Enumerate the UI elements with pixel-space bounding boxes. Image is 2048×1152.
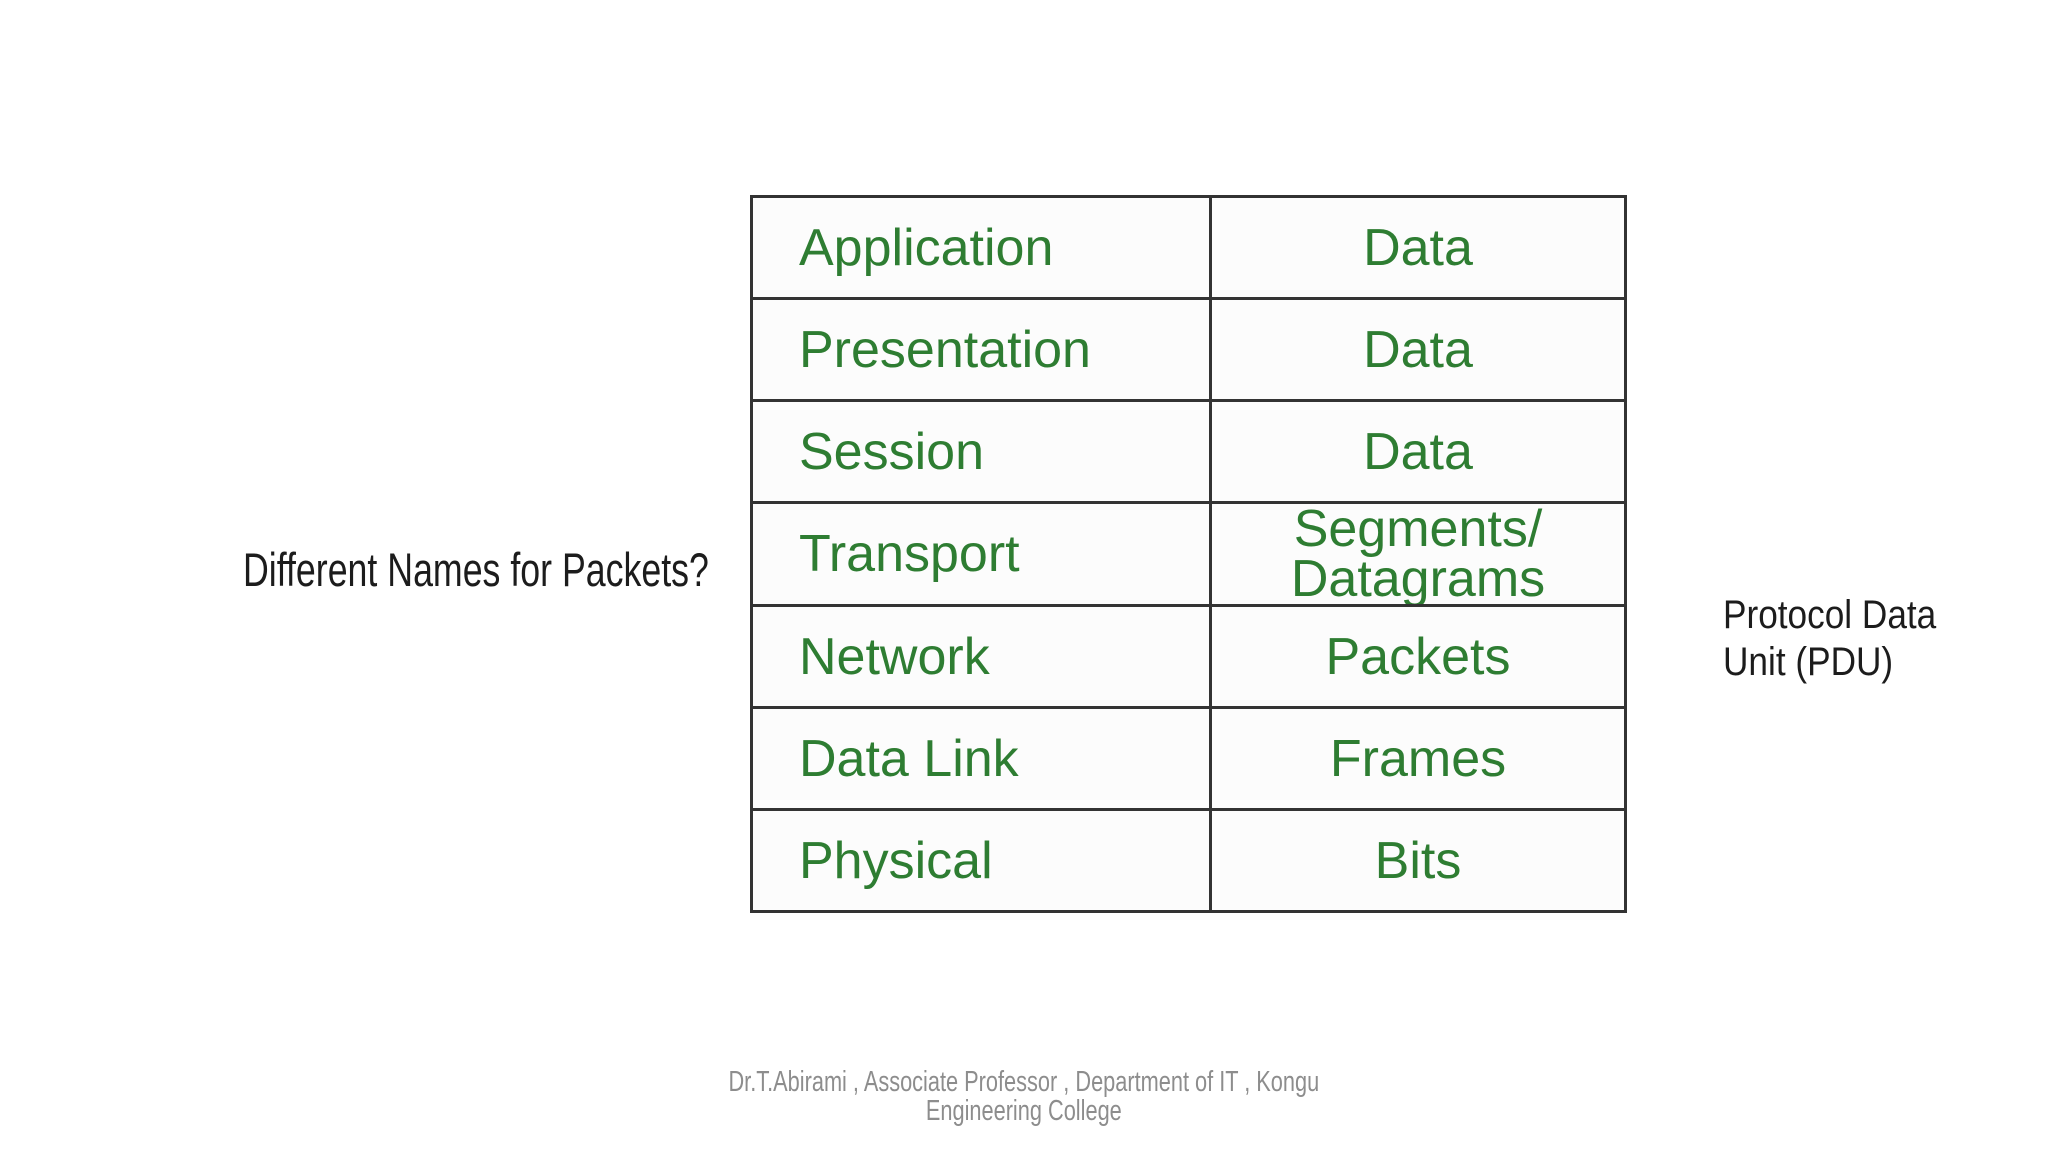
pdu-cell: Data xyxy=(1209,399,1627,504)
table-row: Presentation Data xyxy=(750,297,1627,402)
layer-cell: Presentation xyxy=(750,297,1212,402)
table-row: Session Data xyxy=(750,399,1627,504)
osi-pdu-table: Application Data Presentation Data Sessi… xyxy=(750,195,1627,913)
table-row: Physical Bits xyxy=(750,808,1627,913)
layer-cell: Data Link xyxy=(750,706,1212,811)
pdu-cell: Frames xyxy=(1209,706,1627,811)
pdu-cell: Data xyxy=(1209,195,1627,300)
table-row: Data Link Frames xyxy=(750,706,1627,811)
pdu-cell: Packets xyxy=(1209,604,1627,709)
pdu-cell: Segments/ Datagrams xyxy=(1209,501,1627,607)
table-row: Application Data xyxy=(750,195,1627,300)
pdu-cell: Data xyxy=(1209,297,1627,402)
right-pdu-label: Protocol Data Unit (PDU) xyxy=(1723,593,1937,684)
pdu-cell: Bits xyxy=(1209,808,1627,913)
layer-cell: Transport xyxy=(750,501,1212,607)
footer-credit-text: Dr.T.Abirami , Associate Professor , Dep… xyxy=(728,1066,1320,1127)
table-row: Transport Segments/ Datagrams xyxy=(750,501,1627,607)
footer-credit: Dr.T.Abirami , Associate Professor , Dep… xyxy=(0,1068,2048,1126)
table-row: Network Packets xyxy=(750,604,1627,709)
layer-cell: Session xyxy=(750,399,1212,504)
left-question-label: Different Names for Packets? xyxy=(243,543,709,596)
layer-cell: Application xyxy=(750,195,1212,300)
layer-cell: Network xyxy=(750,604,1212,709)
layer-cell: Physical xyxy=(750,808,1212,913)
osi-pdu-table-body: Application Data Presentation Data Sessi… xyxy=(750,195,1627,913)
